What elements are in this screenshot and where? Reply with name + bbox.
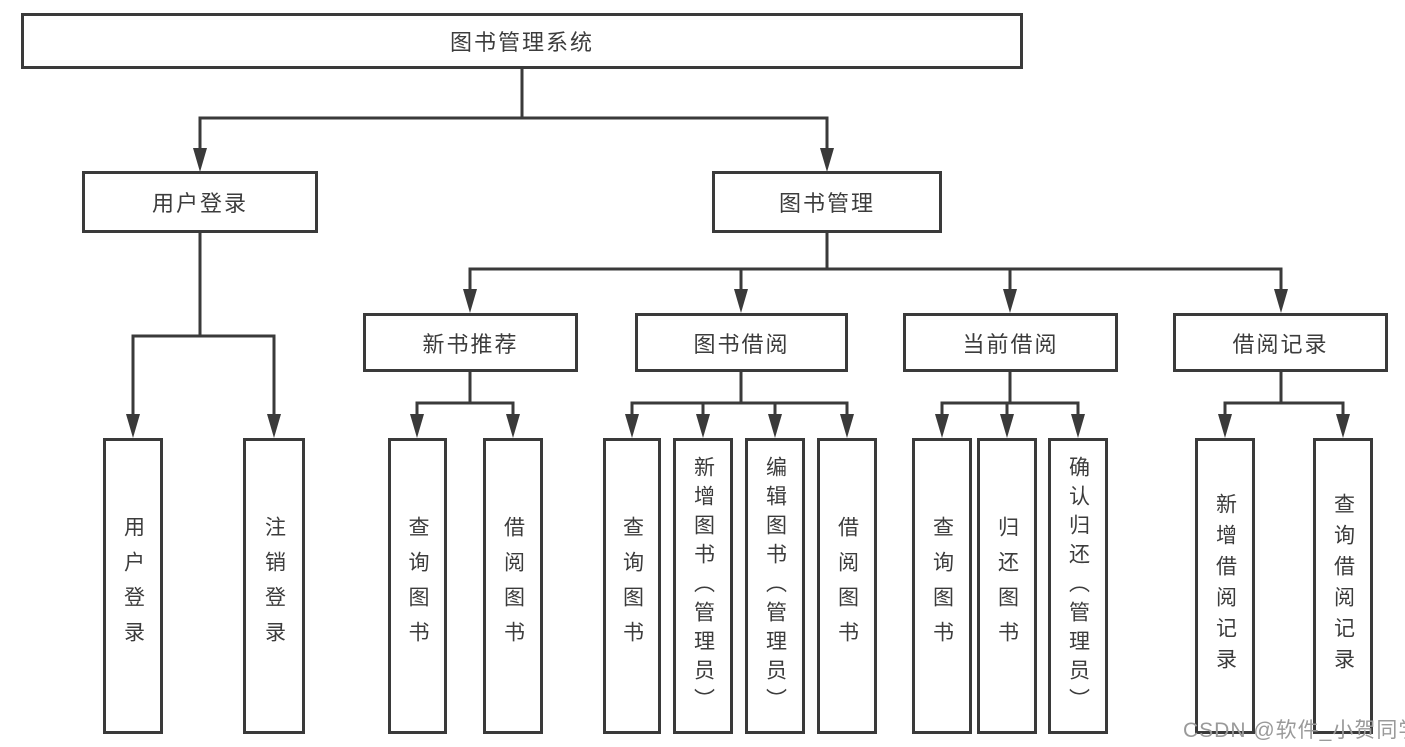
- leaf-user-login: 用户登录: [103, 438, 163, 734]
- node-root: 图书管理系统: [21, 13, 1023, 69]
- edge-borrow-to-leaves: [625, 369, 854, 438]
- leaf-newbook-query-books-label: 查询图书: [406, 516, 429, 656]
- node-user-login-label: 用户登录: [151, 191, 248, 216]
- node-borrowing-records: 借阅记录: [1173, 313, 1388, 372]
- node-current-borrowing-label: 当前借阅: [962, 331, 1059, 357]
- leaf-borrow-query-books: 查询图书: [603, 438, 661, 734]
- leaf-logout: 注销登录: [243, 438, 305, 734]
- leaf-query-borrow-record-label: 查询借阅记录: [1331, 493, 1355, 679]
- leaf-add-books-admin: 新增图书（管理员）: [673, 438, 733, 734]
- leaf-newbook-borrow-books: 借阅图书: [483, 438, 543, 734]
- leaf-return-books-label: 归还图书: [995, 516, 1019, 656]
- edge-records-to-leaves: [1218, 369, 1350, 438]
- leaf-confirm-return-admin-label: 确认归还（管理员）: [1066, 455, 1090, 717]
- node-new-book-recommend: 新书推荐: [363, 313, 578, 372]
- leaf-current-query-books-label: 查询图书: [930, 516, 954, 656]
- leaf-edit-books-admin-label: 编辑图书（管理员）: [763, 455, 787, 717]
- leaf-query-borrow-record: 查询借阅记录: [1313, 438, 1373, 734]
- node-book-management-label: 图书管理: [778, 191, 875, 216]
- leaf-newbook-query-books: 查询图书: [388, 438, 447, 734]
- edge-current-to-leaves: [935, 369, 1085, 438]
- leaf-logout-label: 注销登录: [262, 516, 286, 656]
- leaf-borrow-books: 借阅图书: [817, 438, 877, 734]
- edge-newbook-to-leaves: [410, 369, 520, 438]
- node-root-label: 图书管理系统: [449, 30, 594, 55]
- leaf-user-login-label: 用户登录: [121, 516, 145, 656]
- edge-root-to-level2: [193, 66, 834, 172]
- leaf-add-borrow-record: 新增借阅记录: [1195, 438, 1255, 734]
- leaf-add-books-admin-label: 新增图书（管理员）: [691, 455, 715, 717]
- edge-mgmt-to-level3: [463, 231, 1288, 313]
- leaf-add-borrow-record-label: 新增借阅记录: [1213, 493, 1237, 679]
- leaf-edit-books-admin: 编辑图书（管理员）: [745, 438, 805, 734]
- node-user-login: 用户登录: [82, 171, 318, 233]
- edge-user-to-leaves: [126, 231, 281, 438]
- leaf-borrow-query-books-label: 查询图书: [620, 516, 644, 656]
- leaf-newbook-borrow-books-label: 借阅图书: [501, 516, 525, 656]
- leaf-borrow-books-label: 借阅图书: [835, 516, 859, 656]
- node-book-borrowing: 图书借阅: [635, 313, 848, 372]
- node-book-borrowing-label: 图书借阅: [693, 331, 790, 357]
- leaf-return-books: 归还图书: [977, 438, 1037, 734]
- watermark: CSDN @软件_小贺同学: [1183, 719, 1405, 742]
- leaf-current-query-books: 查询图书: [912, 438, 972, 734]
- node-borrowing-records-label: 借阅记录: [1232, 331, 1329, 357]
- leaf-confirm-return-admin: 确认归还（管理员）: [1048, 438, 1108, 734]
- node-book-management: 图书管理: [712, 171, 942, 233]
- node-new-book-recommend-label: 新书推荐: [422, 331, 519, 357]
- node-current-borrowing: 当前借阅: [903, 313, 1118, 372]
